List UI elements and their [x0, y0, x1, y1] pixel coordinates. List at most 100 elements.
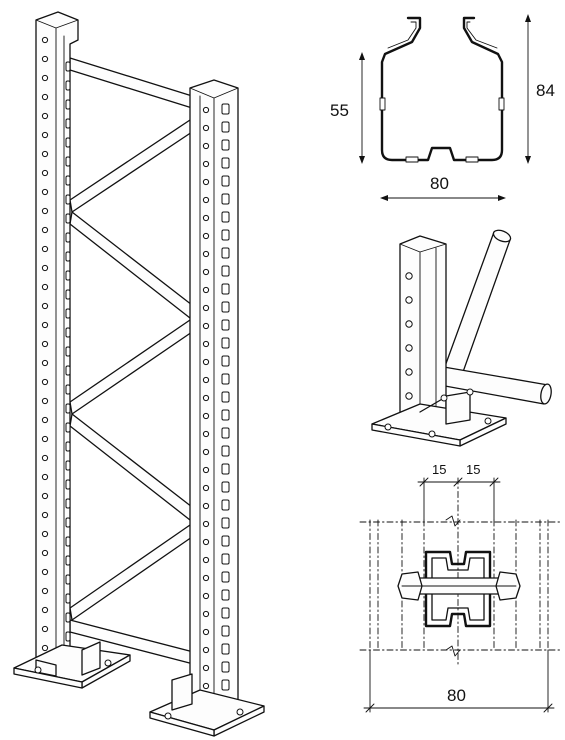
upright-hole	[202, 142, 210, 150]
right-upright-holes	[202, 106, 210, 690]
upright-slot	[221, 589, 230, 601]
splice-width-label: 80	[447, 686, 466, 705]
left-upright-slots	[65, 61, 71, 642]
upright-slot	[65, 536, 71, 547]
upright-hole	[41, 321, 49, 329]
splice-joint-detail: 15 15 80	[359, 462, 561, 713]
upright-hole	[202, 106, 210, 114]
upright-slot	[65, 213, 71, 224]
upright-hole	[41, 131, 49, 139]
upright-section-profile: 55 84 80	[330, 14, 555, 201]
upright-slot	[65, 422, 71, 433]
upright-hole	[41, 36, 49, 44]
upright-hole	[202, 502, 210, 510]
upright-slot	[221, 175, 230, 187]
upright-hole	[41, 112, 49, 120]
upright-hole	[41, 549, 49, 557]
upright-slot	[221, 517, 230, 529]
upright-slot	[221, 481, 230, 493]
upright-slot	[221, 445, 230, 457]
upright-hole	[41, 435, 49, 443]
upright-hole	[202, 214, 210, 222]
upright-slot	[65, 460, 71, 471]
upright-slot	[65, 555, 71, 566]
upright-hole	[202, 538, 210, 546]
upright-slot	[221, 553, 230, 565]
upright-hole	[41, 283, 49, 291]
left-upright-post	[35, 11, 79, 666]
upright-slot	[221, 373, 230, 385]
upright-slot	[65, 156, 71, 167]
upright-hole	[41, 150, 49, 158]
upright-hole	[202, 628, 210, 636]
upright-hole	[41, 568, 49, 576]
upright-slot	[221, 499, 230, 511]
upright-hole	[202, 412, 210, 420]
upright-slot	[65, 384, 71, 395]
upright-hole	[41, 340, 49, 348]
upright-slot	[65, 403, 71, 414]
upright-hole	[202, 646, 210, 654]
section-width-label: 80	[430, 174, 449, 193]
section-inner-height-label: 55	[330, 101, 349, 120]
upright-slot	[65, 593, 71, 604]
upright-hole	[41, 511, 49, 519]
upright-slot	[65, 61, 71, 72]
upright-hole	[202, 124, 210, 132]
upright-hole	[202, 196, 210, 204]
upright-hole	[41, 587, 49, 595]
upright-hole	[202, 322, 210, 330]
upright-hole	[202, 304, 210, 312]
upright-slot	[221, 625, 230, 637]
upright-hole	[202, 664, 210, 672]
upright-slot	[221, 265, 230, 277]
upright-hole	[41, 55, 49, 63]
upright-slot	[221, 643, 230, 655]
upright-hole	[41, 264, 49, 272]
upright-hole	[202, 178, 210, 186]
upright-hole	[202, 520, 210, 528]
upright-hole	[202, 358, 210, 366]
upright-slot	[221, 139, 230, 151]
upright-hole	[202, 484, 210, 492]
upright-hole	[202, 592, 210, 600]
splice-left-offset-label: 15	[432, 462, 446, 477]
right-base-plate	[149, 673, 265, 737]
upright-hole	[41, 207, 49, 215]
upright-slot	[65, 612, 71, 623]
upright-slot	[221, 247, 230, 259]
upright-slot	[65, 631, 71, 642]
upright-slot	[65, 251, 71, 262]
upright-hole	[41, 74, 49, 82]
upright-slot	[221, 283, 230, 295]
upright-hole	[41, 644, 49, 652]
upright-hole	[202, 448, 210, 456]
upright-hole	[41, 606, 49, 614]
upright-hole	[41, 397, 49, 405]
right-upright-slots	[221, 103, 230, 691]
upright-slot	[65, 441, 71, 452]
upright-slot	[65, 99, 71, 110]
upright-slot	[221, 391, 230, 403]
upright-hole	[41, 492, 49, 500]
splice-right-offset-label: 15	[466, 462, 480, 477]
upright-slot	[221, 427, 230, 439]
upright-hole	[41, 359, 49, 367]
upright-hole	[41, 454, 49, 462]
upright-slot	[221, 229, 230, 241]
upright-hole	[202, 430, 210, 438]
upright-hole	[41, 169, 49, 177]
upright-hole	[202, 394, 210, 402]
upright-hole	[41, 226, 49, 234]
upright-slot	[65, 137, 71, 148]
upright-hole	[202, 574, 210, 582]
upright-hole	[41, 625, 49, 633]
upright-hole	[202, 556, 210, 564]
upright-slot	[221, 121, 230, 133]
upright-hole	[41, 93, 49, 101]
left-upright-holes	[41, 36, 49, 652]
upright-slot	[221, 571, 230, 583]
upright-slot	[221, 463, 230, 475]
upright-slot	[221, 679, 230, 691]
upright-slot	[221, 535, 230, 547]
